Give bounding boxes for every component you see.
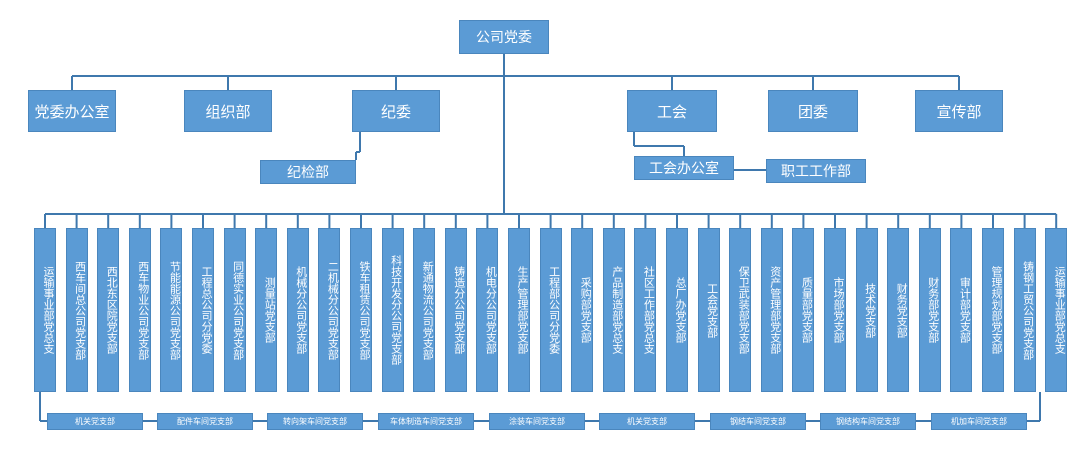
branch-box: 产品制造部党总支 bbox=[602, 228, 625, 392]
branch-box: 生产管理部党支部 bbox=[508, 228, 530, 392]
bottom-unit-box: 钢结车间党支部 bbox=[710, 413, 806, 430]
branch-box: 技术党支部 bbox=[855, 228, 878, 392]
branch-box: 财务部党支部 bbox=[918, 228, 941, 392]
dept-discipline-committee: 纪委 bbox=[352, 90, 440, 132]
branch-box: 机电分公司党支部 bbox=[476, 228, 499, 392]
dept-organization: 组织部 bbox=[184, 90, 272, 132]
branch-box: 机械分公司党支部 bbox=[286, 228, 309, 392]
branch-box: 西车间总公司党支部 bbox=[65, 228, 88, 392]
branch-box: 铁车租赁公司党支部 bbox=[350, 228, 372, 392]
branch-box: 铸钢工贸公司党支部 bbox=[1013, 228, 1036, 392]
branch-box: 测量站党支部 bbox=[255, 228, 278, 392]
branch-box: 审计部党支部 bbox=[950, 228, 973, 392]
branch-box: 社区工作部党总支 bbox=[634, 228, 657, 392]
branch-box: 工会党支部 bbox=[697, 228, 720, 392]
sub-discipline-inspection: 纪检部 bbox=[260, 160, 356, 184]
branch-box: 工程部公司分党委 bbox=[539, 228, 562, 392]
branch-box: 新通物流公司党支部 bbox=[413, 228, 436, 392]
bottom-unit-box: 转向架车间党支部 bbox=[267, 413, 363, 430]
branch-box: 铸造分公司党支部 bbox=[444, 228, 467, 392]
dept-union: 工会 bbox=[627, 90, 717, 132]
bottom-unit-box: 涂装车间党支部 bbox=[489, 413, 585, 430]
bottom-unit-box: 车体制造车间党支部 bbox=[378, 413, 474, 430]
root-node: 公司党委 bbox=[459, 20, 549, 54]
sub-union-office: 工会办公室 bbox=[634, 156, 734, 180]
branch-box: 西车物业公司党支部 bbox=[128, 228, 151, 392]
bottom-unit-box: 机关党支部 bbox=[47, 413, 143, 430]
sub-worker-affairs: 职工工作部 bbox=[766, 159, 866, 183]
bottom-unit-box: 机加车间党支部 bbox=[931, 413, 1027, 430]
dept-youth-league: 团委 bbox=[768, 90, 858, 132]
branch-box: 资产管理部党支部 bbox=[760, 228, 783, 392]
branch-box: 管理规划部党支部 bbox=[982, 228, 1004, 392]
branch-box: 同德实业公司党支部 bbox=[223, 228, 246, 392]
branch-box: 科技开发分公司党支部 bbox=[381, 228, 404, 392]
branch-box: 工程总公司分党委 bbox=[192, 228, 214, 392]
branch-box: 运输事业部党总支 bbox=[1045, 228, 1068, 392]
branch-box: 财务党支部 bbox=[887, 228, 910, 392]
branch-box: 市场部党支部 bbox=[824, 228, 846, 392]
branch-box: 采购部党支部 bbox=[571, 228, 594, 392]
dept-party-office: 党委办公室 bbox=[28, 90, 116, 132]
branch-box: 节能能源公司党支部 bbox=[160, 228, 183, 392]
branch-box: 质量部党支部 bbox=[792, 228, 815, 392]
bottom-unit-box: 配件车间党支部 bbox=[157, 413, 253, 430]
branch-box: 保卫武装部党支部 bbox=[729, 228, 752, 392]
branch-box: 二机械分公司党支部 bbox=[318, 228, 341, 392]
bottom-unit-box: 机关党支部 bbox=[599, 413, 695, 430]
dept-publicity: 宣传部 bbox=[915, 90, 1003, 132]
branch-box: 运输事业部党总支 bbox=[34, 228, 56, 392]
bottom-unit-box: 钢结构车间党支部 bbox=[820, 413, 916, 430]
branch-box: 西北东区院党支部 bbox=[97, 228, 120, 392]
branch-box: 总厂办党支部 bbox=[666, 228, 688, 392]
